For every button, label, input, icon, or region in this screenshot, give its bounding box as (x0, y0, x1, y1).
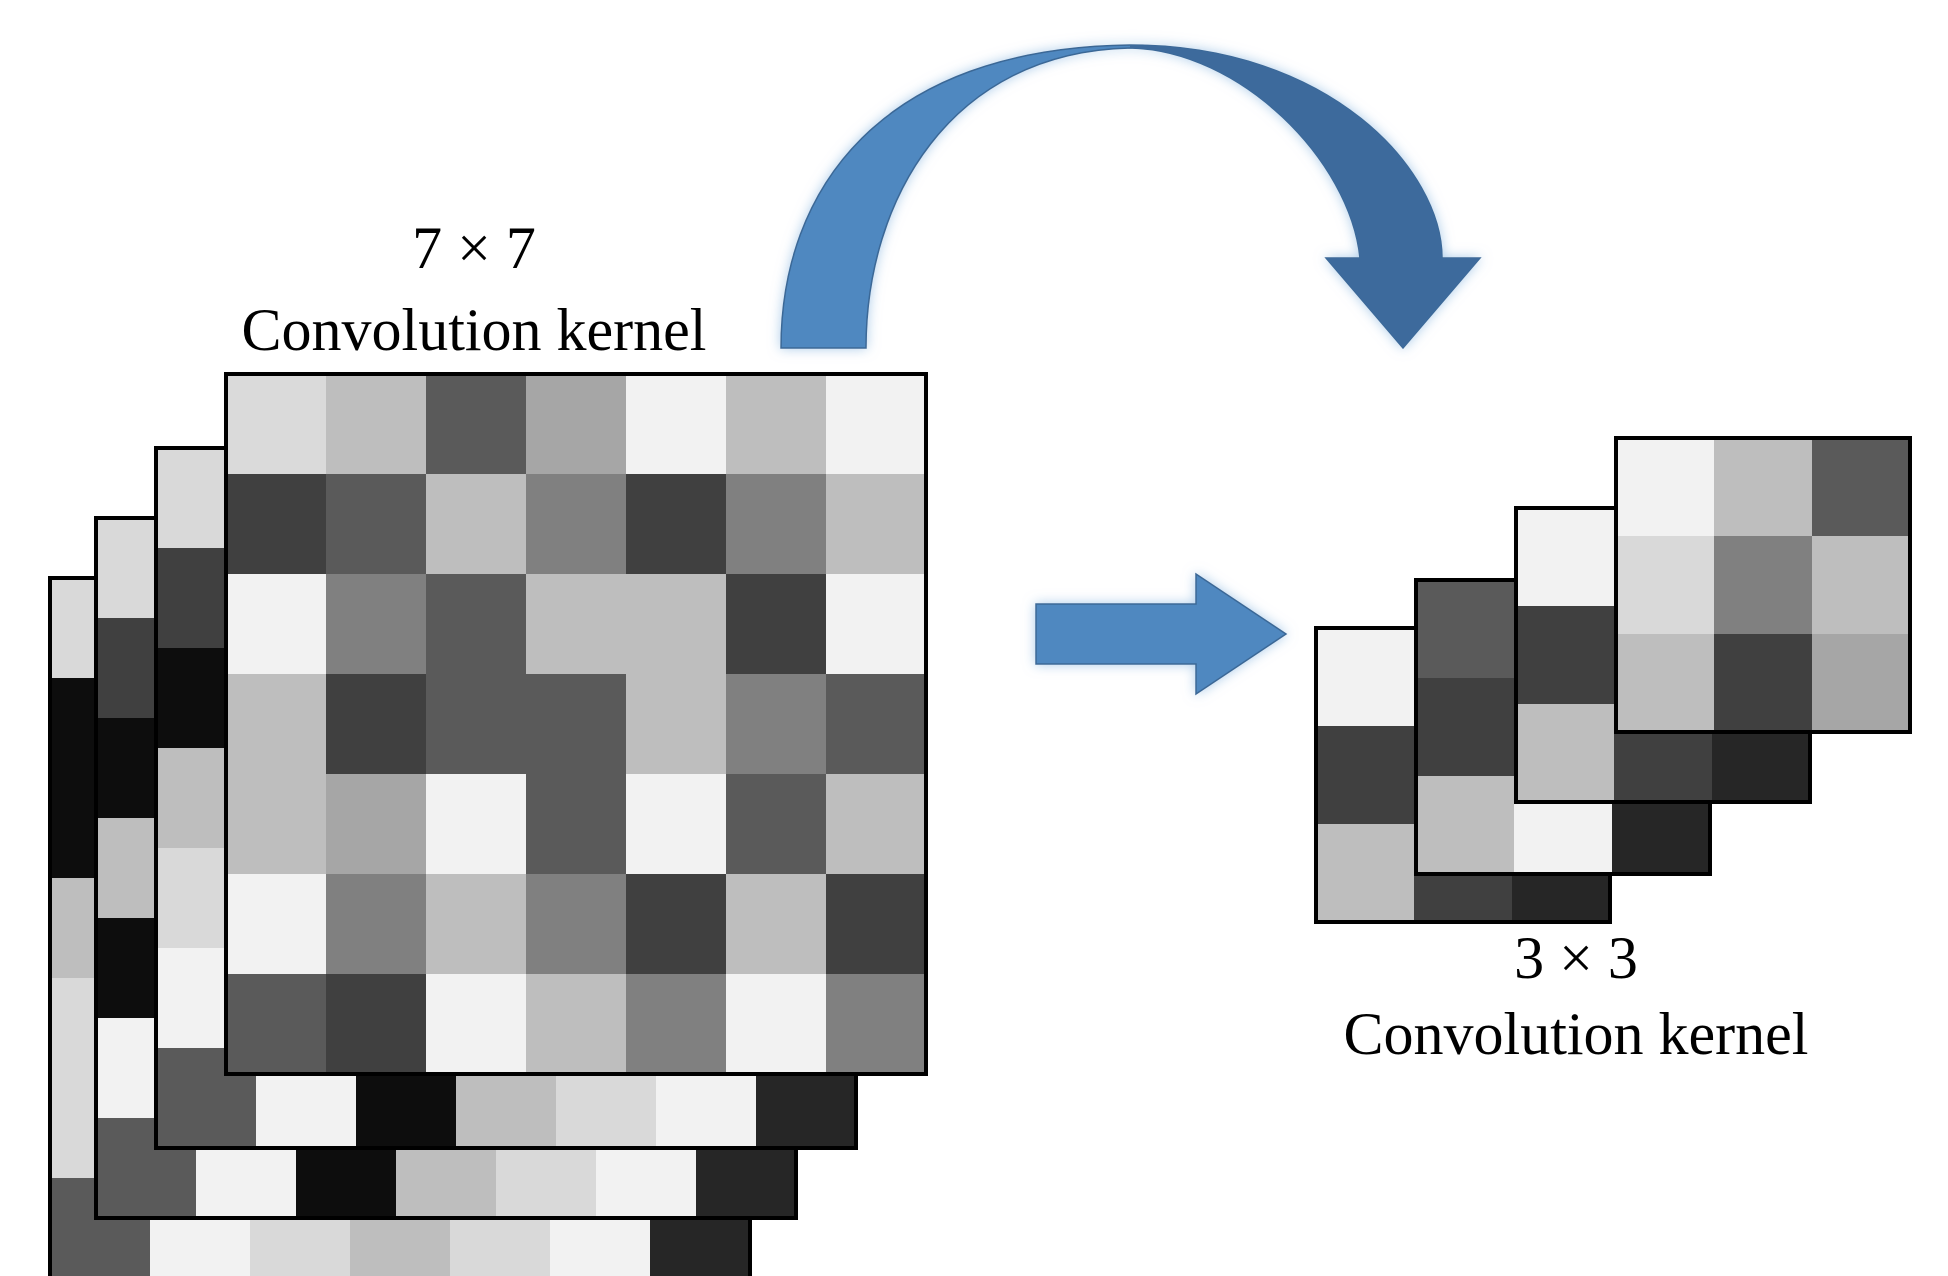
grid-cell (226, 774, 326, 874)
grid-cell (426, 374, 526, 474)
grid-cell (226, 674, 326, 774)
grid-cell (726, 474, 826, 574)
grid-cell (726, 774, 826, 874)
small-kernel-caption: Convolution kernel (1344, 1001, 1809, 1067)
grid-cell (526, 474, 626, 574)
grid-cell (526, 674, 626, 774)
grid-cell (826, 574, 926, 674)
grid-cell (526, 874, 626, 974)
grid-cell (1616, 634, 1714, 732)
grid-cell (526, 574, 626, 674)
grid-cell (826, 974, 926, 1074)
grid-cell (326, 874, 426, 974)
grid-cell (1316, 726, 1414, 824)
grid-cell (1812, 536, 1910, 634)
grid-cell (326, 474, 426, 574)
grid-cell (1616, 438, 1714, 536)
small-kernel-size-label: 3 × 3 (1514, 925, 1638, 991)
grid-cell (826, 774, 926, 874)
grid-cell (726, 874, 826, 974)
grid-cell (426, 674, 526, 774)
grid-cell (226, 474, 326, 574)
grid-cell (226, 574, 326, 674)
grid-cell (326, 374, 426, 474)
grid-cell (1516, 704, 1614, 802)
grid-cell (326, 974, 426, 1074)
grid-cell (326, 674, 426, 774)
curved-arrow-icon (780, 44, 1482, 350)
grid-cell (226, 874, 326, 974)
large-kernel-stack (48, 372, 928, 1276)
grid-cell (826, 874, 926, 974)
grid-cell (1316, 628, 1414, 726)
grid-cell (426, 574, 526, 674)
grid-cell (426, 874, 526, 974)
grid-cell (526, 774, 626, 874)
right-arrow-icon (1035, 572, 1288, 696)
large-kernel-front (224, 372, 928, 1076)
grid-cell (626, 874, 726, 974)
grid-cell (1714, 634, 1812, 732)
small-kernel-front (1614, 436, 1912, 734)
grid-cell (1714, 536, 1812, 634)
grid-cell (426, 774, 526, 874)
grid-cell (1812, 438, 1910, 536)
large-kernel-front-border (224, 372, 928, 1076)
grid-cell (1714, 438, 1812, 536)
grid-cell (326, 574, 426, 674)
small-kernel-front-border (1614, 436, 1912, 734)
right-arrow-body (1035, 572, 1288, 696)
grid-cell (1416, 580, 1514, 678)
large-kernel-caption: Convolution kernel (242, 297, 707, 363)
grid-cell (726, 674, 826, 774)
grid-cell (726, 374, 826, 474)
grid-cell (1516, 606, 1614, 704)
grid-cell (626, 774, 726, 874)
grid-cell (426, 974, 526, 1074)
grid-cell (826, 374, 926, 474)
grid-cell (626, 974, 726, 1074)
grid-cell (426, 474, 526, 574)
grid-cell (726, 974, 826, 1074)
grid-cell (1316, 824, 1414, 922)
grid-cell (626, 374, 726, 474)
grid-cell (1516, 508, 1614, 606)
curved-arrow-shade (1130, 45, 1480, 348)
large-kernel-size-label: 7 × 7 (412, 215, 536, 281)
grid-cell (1812, 634, 1910, 732)
grid-cell (826, 474, 926, 574)
small-kernel-stack (1314, 436, 1912, 924)
grid-cell (826, 674, 926, 774)
grid-cell (1416, 678, 1514, 776)
grid-cell (626, 674, 726, 774)
grid-cell (626, 474, 726, 574)
grid-cell (526, 974, 626, 1074)
grid-cell (226, 374, 326, 474)
grid-cell (1416, 776, 1514, 874)
grid-cell (1616, 536, 1714, 634)
grid-cell (226, 974, 326, 1074)
grid-cell (626, 574, 726, 674)
grid-cell (326, 774, 426, 874)
grid-cell (526, 374, 626, 474)
grid-cell (726, 574, 826, 674)
